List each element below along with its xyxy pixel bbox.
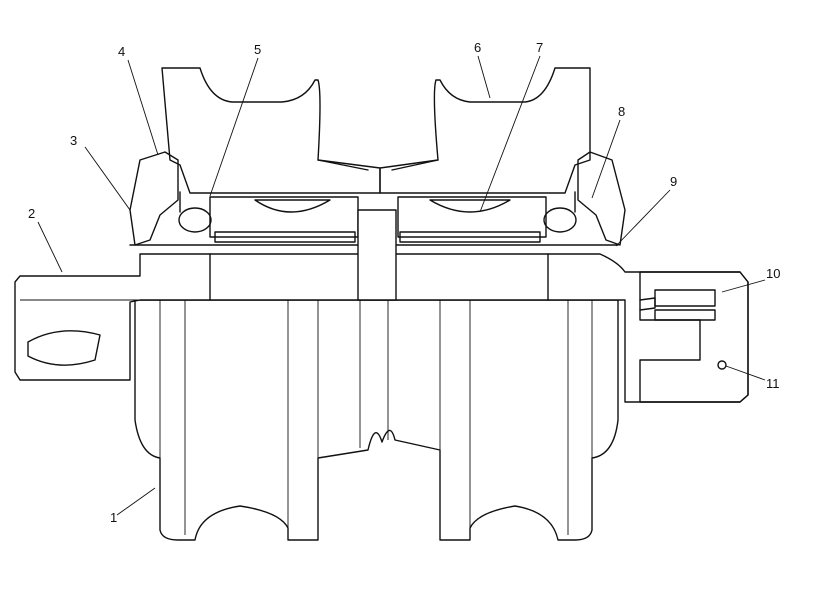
callout-5: 5 — [254, 42, 261, 57]
end-cap-right — [639, 271, 749, 403]
seal-left — [178, 191, 212, 233]
bushing-left — [209, 196, 359, 243]
callout-8: 8 — [618, 104, 625, 119]
callout-2: 2 — [28, 206, 35, 221]
callout-7: 7 — [536, 40, 543, 55]
seal-right — [543, 191, 577, 233]
leader-lines — [37, 55, 766, 516]
roller-body-lower — [134, 299, 619, 541]
callout-1: 1 — [110, 510, 117, 525]
shaft — [14, 209, 749, 403]
callout-9: 9 — [670, 174, 677, 189]
right-collar-section — [577, 151, 626, 246]
callout-4: 4 — [118, 44, 125, 59]
callout-3: 3 — [70, 133, 77, 148]
callout-6: 6 — [474, 40, 481, 55]
roller-shell-upper-section — [161, 67, 591, 194]
bushing-right — [397, 196, 547, 243]
callout-11: 11 — [766, 376, 780, 391]
callout-10: 10 — [766, 266, 780, 281]
